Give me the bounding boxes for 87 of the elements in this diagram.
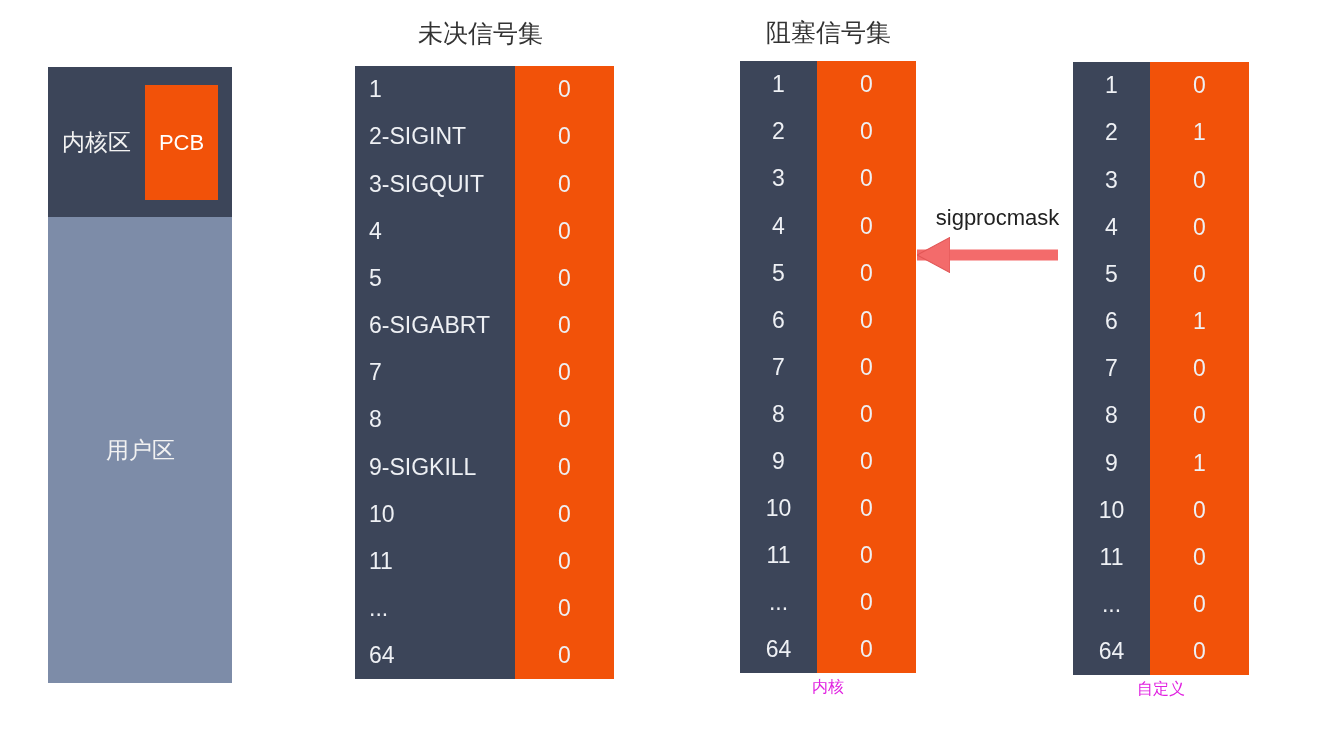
table-cell: 1 [1150, 109, 1249, 157]
memory-region [48, 67, 232, 217]
table-cell: 7 [355, 348, 515, 397]
table-cell: 9 [1073, 439, 1150, 487]
table-cell: 7 [740, 343, 817, 391]
caption-text: 自定义 [1137, 678, 1185, 700]
table-cell: 1 [740, 61, 817, 109]
table-cell: 5 [355, 254, 515, 303]
table-cell: 9-SIGKILL [355, 443, 515, 491]
table-cell: 11 [1073, 533, 1150, 582]
table-cell: 0 [1150, 344, 1249, 393]
table-cell: 1 [1150, 439, 1249, 487]
table-cell: 4 [355, 207, 515, 256]
table-cell: 0 [1150, 627, 1249, 676]
table-cell: 3 [740, 155, 817, 203]
table-cell: 0 [1150, 580, 1249, 629]
table-cell: 0 [817, 61, 916, 109]
table-cell: 3-SIGQUIT [355, 160, 515, 208]
table-title: 未决信号集 [417, 17, 543, 50]
table-cell: 64 [355, 631, 515, 680]
region-label: 内核区 [62, 127, 131, 157]
table-cell: 11 [355, 537, 515, 586]
table-cell: 8 [1073, 392, 1150, 440]
table-cell: 0 [817, 249, 916, 297]
table-cell: 0 [515, 160, 614, 208]
table-cell: 5 [1073, 250, 1150, 299]
table-cell: 0 [817, 108, 916, 156]
table-cell: 0 [817, 625, 916, 674]
table-title: 阻塞信号集 [765, 16, 891, 49]
table-cell: 0 [515, 254, 614, 303]
table-cell: 11 [740, 531, 817, 580]
table-cell: 0 [817, 296, 916, 344]
table-cell: 0 [817, 202, 916, 250]
table-cell: 0 [515, 584, 614, 633]
table-cell: 8 [740, 390, 817, 439]
caption-text: 内核 [812, 676, 844, 698]
table-cell: 9 [740, 437, 817, 486]
table-cell: 6 [740, 296, 817, 344]
table-cell: 0 [515, 348, 614, 397]
table-cell: 0 [515, 490, 614, 538]
table-cell: 0 [1150, 250, 1249, 299]
table-cell: ... [355, 584, 515, 633]
table-cell: 0 [1150, 486, 1249, 534]
table-cell: 0 [1150, 533, 1249, 582]
table-cell: 0 [515, 301, 614, 350]
table-cell: 0 [817, 390, 916, 439]
table-cell: 0 [515, 113, 614, 161]
table-cell: 3 [1073, 156, 1150, 204]
table-cell: 1 [1150, 297, 1249, 346]
table-cell: 0 [817, 343, 916, 391]
table-cell: 0 [515, 443, 614, 491]
table-cell: 0 [515, 207, 614, 256]
table-cell: 5 [740, 249, 817, 297]
table-cell: 0 [515, 537, 614, 586]
table-cell: 2 [740, 108, 817, 156]
table-cell: 2-SIGINT [355, 113, 515, 161]
table-cell: 1 [355, 66, 515, 114]
table-cell: 0 [515, 66, 614, 114]
table-cell: 6 [1073, 297, 1150, 346]
table-cell: 0 [515, 396, 614, 444]
table-cell: 0 [1150, 62, 1249, 110]
table-cell: 8 [355, 396, 515, 444]
table-cell: 4 [740, 202, 817, 250]
memory-region: 用户区 [48, 217, 232, 683]
table-cell: 10 [740, 484, 817, 533]
table-cell: 0 [817, 531, 916, 580]
table-cell: 7 [1073, 344, 1150, 393]
table-cell: 0 [1150, 392, 1249, 440]
table-cell: 64 [740, 625, 817, 674]
table-cell: 4 [1073, 203, 1150, 252]
pcb-box: PCB [145, 85, 218, 200]
table-cell: 10 [355, 490, 515, 538]
table-cell: ... [740, 578, 817, 627]
table-cell: 0 [817, 155, 916, 203]
table-cell: 0 [1150, 156, 1249, 204]
table-cell: 2 [1073, 109, 1150, 157]
table-cell: 10 [1073, 486, 1150, 534]
table-cell: ... [1073, 580, 1150, 629]
table-cell: 0 [817, 484, 916, 533]
table-cell: 0 [817, 578, 916, 627]
table-cell: 6-SIGABRT [355, 301, 515, 350]
table-cell: 0 [515, 631, 614, 680]
table-cell: 64 [1073, 627, 1150, 676]
table-cell: 0 [1150, 203, 1249, 252]
arrow [916, 236, 1058, 274]
table-cell: 1 [1073, 62, 1150, 110]
table-cell: 0 [817, 437, 916, 486]
